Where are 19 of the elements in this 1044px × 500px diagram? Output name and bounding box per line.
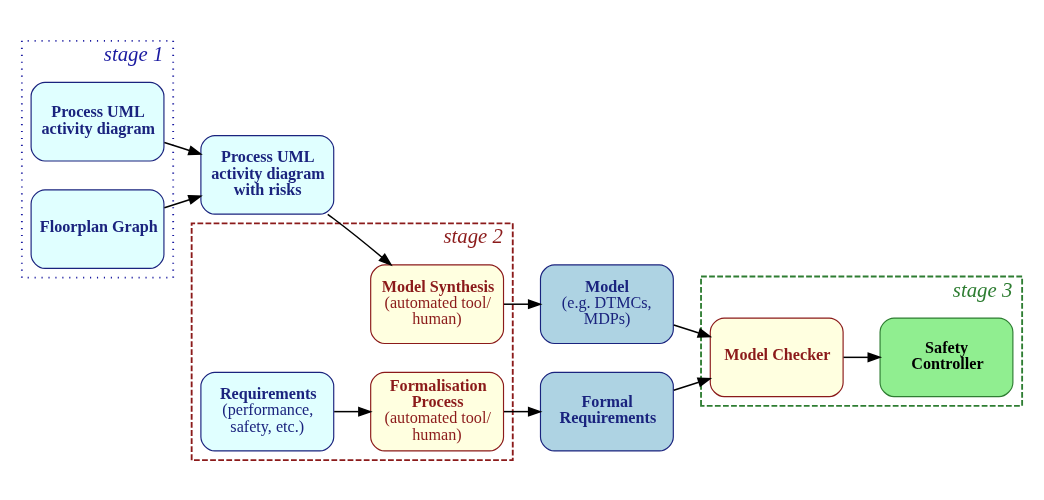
arrow bbox=[163, 194, 203, 209]
arrow bbox=[503, 298, 543, 309]
arrow bbox=[503, 406, 543, 417]
node-box: Safety Controller bbox=[879, 317, 1014, 397]
node-box: Process UML activity diagram with risks bbox=[200, 134, 335, 215]
node-box: Model Checker bbox=[709, 317, 844, 397]
node-box: Formal Requirements bbox=[539, 371, 674, 451]
arrow bbox=[326, 213, 393, 266]
node-box: Floorplan Graph bbox=[30, 188, 165, 269]
arrow bbox=[163, 141, 203, 155]
arrow bbox=[673, 377, 713, 391]
arrow bbox=[333, 406, 373, 417]
node-box: Model Synthesis (automated tool/ human) bbox=[370, 263, 505, 344]
node-box: Model (e.g. DTMCs, MDPs) bbox=[539, 263, 674, 344]
node-box: Formalisation Process (automated tool/ human) bbox=[370, 371, 505, 451]
node-box: Process UML activity diagram bbox=[30, 81, 165, 162]
arrow bbox=[842, 351, 883, 362]
arrow bbox=[673, 323, 713, 338]
node-box: Requirements (performance, safety, etc.) bbox=[200, 371, 335, 451]
